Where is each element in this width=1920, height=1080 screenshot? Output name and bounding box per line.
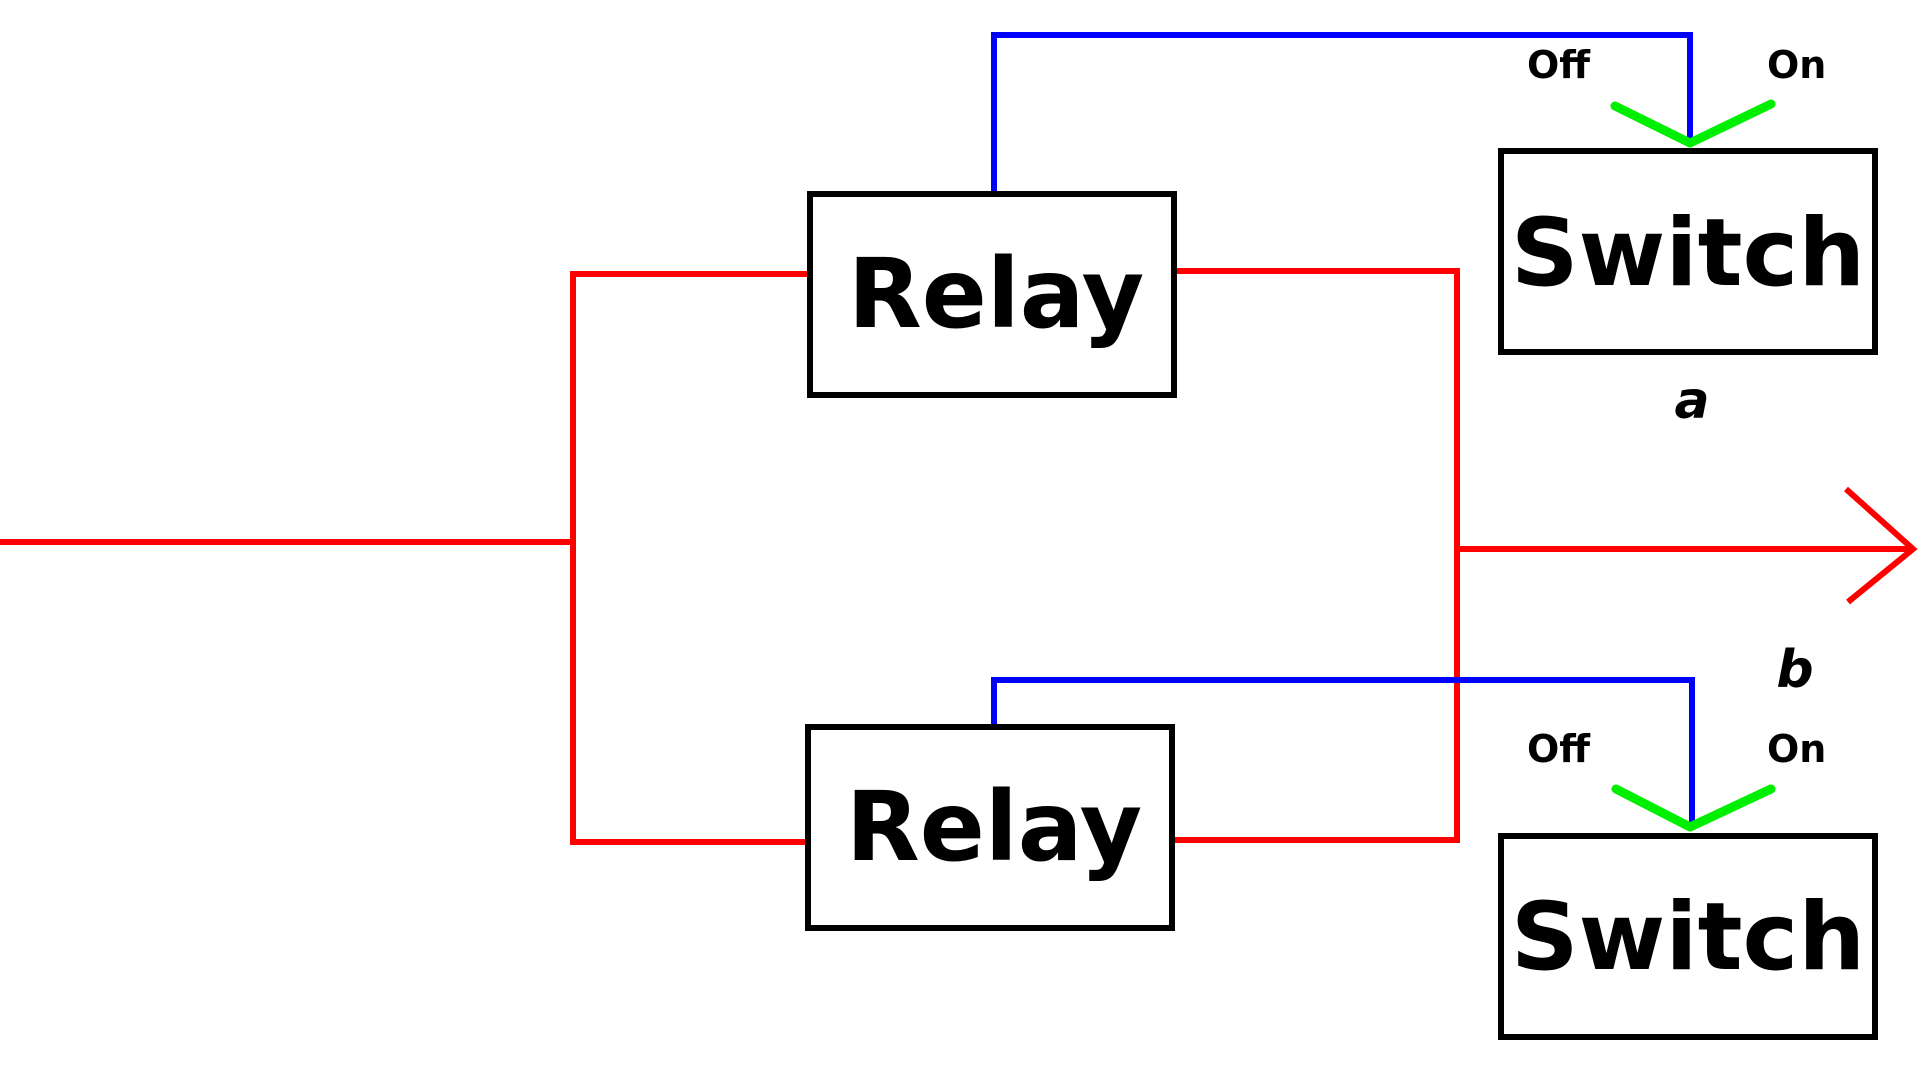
switch-box — [1498, 148, 1878, 355]
control-wire-lower — [991, 677, 1695, 826]
output-label-a: a — [1674, 371, 1709, 431]
switch-lever-icon — [1610, 99, 1776, 148]
switch-on-label: On — [1767, 43, 1826, 87]
switch-lower: Switch Off On — [1498, 727, 1878, 1040]
output-label-b: b — [1776, 640, 1813, 700]
relay-label: Relay — [848, 238, 1144, 350]
relay-upper: Relay — [807, 191, 1177, 398]
relay-label: Relay — [846, 771, 1142, 883]
switch-box — [1498, 833, 1878, 1040]
power-split-wire — [570, 271, 808, 845]
relay-lower: Relay — [805, 724, 1175, 931]
switch-off-label: Off — [1527, 727, 1591, 771]
switch-label: Switch — [1511, 199, 1865, 308]
power-wiring — [0, 268, 1918, 845]
power-merge-wire — [1174, 268, 1460, 843]
relay-box — [807, 191, 1177, 398]
switch-lever-icon — [1611, 784, 1776, 832]
switch-upper: Switch Off On — [1498, 43, 1878, 355]
switch-off-label: Off — [1527, 43, 1591, 87]
control-wire-upper — [991, 32, 1693, 194]
control-wiring — [991, 32, 1695, 826]
switch-on-label: On — [1767, 727, 1826, 771]
power-output-arrow-icon — [1843, 486, 1918, 605]
relay-box — [805, 724, 1175, 931]
switch-label: Switch — [1511, 883, 1865, 992]
